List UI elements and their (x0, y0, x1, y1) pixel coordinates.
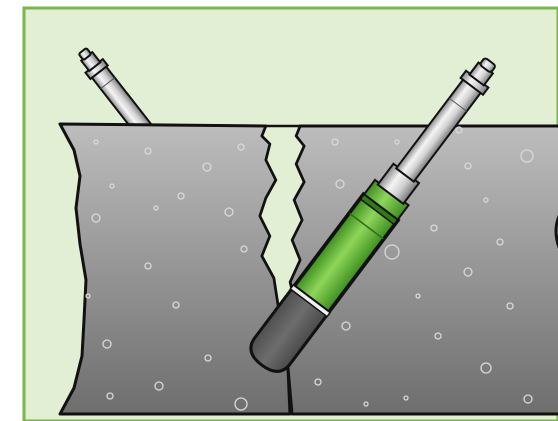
concrete-slab-left-body (60, 124, 290, 414)
